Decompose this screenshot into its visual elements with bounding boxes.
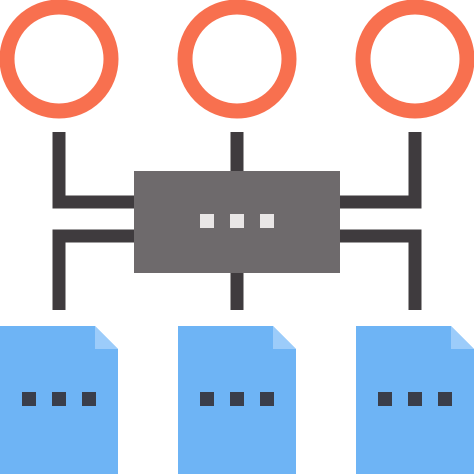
document-dot [408, 392, 422, 406]
document-dot [438, 392, 452, 406]
connector-bottom-left [52, 229, 135, 310]
connector-top-right [339, 132, 422, 209]
node-circle-right [355, 0, 474, 119]
document-center [178, 326, 296, 474]
hub-box [134, 171, 340, 273]
node-circle-left [0, 0, 119, 119]
document-left [0, 326, 118, 474]
connector-top-left [52, 132, 135, 209]
document-dot [52, 392, 66, 406]
document-dot [200, 392, 214, 406]
hub-dot [200, 214, 214, 228]
connector-lines [52, 132, 422, 310]
hub-dot [230, 214, 244, 228]
connector-bottom-right [339, 229, 422, 310]
document-dot [22, 392, 36, 406]
hub-dot [260, 214, 274, 228]
document-fold [451, 326, 474, 349]
document-dot [82, 392, 96, 406]
top-nodes [0, 0, 474, 119]
document-fold [273, 326, 296, 349]
node-circle-center [177, 0, 297, 119]
document-dot [230, 392, 244, 406]
document-right [356, 326, 474, 474]
document-dot [378, 392, 392, 406]
document-fold [95, 326, 118, 349]
document-dot [260, 392, 274, 406]
